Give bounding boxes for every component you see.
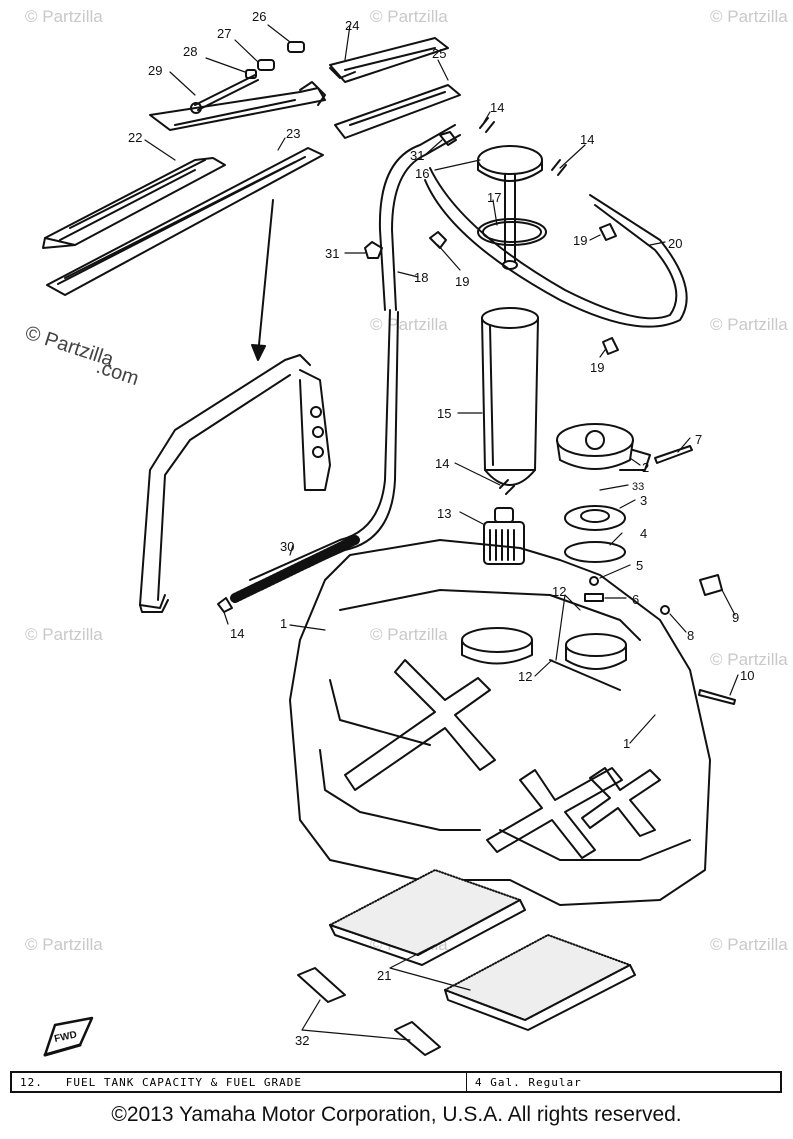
part-5: [589, 576, 599, 586]
sender-unit-16: [477, 145, 543, 270]
callout-14b: 14: [580, 132, 594, 147]
callout-3: 3: [640, 493, 647, 508]
callout-15: 15: [437, 406, 451, 421]
callout-1b: 1: [623, 736, 630, 751]
spec-value-cell: 4 Gal. Regular: [467, 1073, 780, 1091]
callout-19b: 19: [455, 274, 469, 289]
watermark: © Partzilla: [370, 315, 448, 334]
spec-label: FUEL TANK CAPACITY & FUEL GRADE: [65, 1075, 303, 1089]
watermark: © Partzilla: [25, 935, 103, 954]
callout-21: 21: [377, 968, 391, 983]
callout-5: 5: [636, 558, 643, 573]
watermark: © Partzilla: [370, 7, 448, 26]
callout-17: 17: [487, 190, 501, 205]
callout-12b: 12: [518, 669, 532, 684]
callout-24: 24: [345, 18, 359, 33]
callout-4: 4: [640, 526, 647, 541]
spec-value: 4 Gal. Regular: [475, 1075, 582, 1089]
nut-28: [245, 69, 257, 79]
callout-6: 6: [632, 592, 639, 607]
fuel-cap-2: [556, 423, 651, 471]
pad-21-right: [444, 934, 636, 1031]
callout-22: 22: [128, 130, 142, 145]
callout-29: 29: [148, 63, 162, 78]
spec-item-number: 12.: [20, 1075, 43, 1089]
callout-14d: 14: [230, 626, 244, 641]
fuel-tank-1: [289, 539, 711, 906]
callout-33: 33: [632, 481, 644, 493]
watermark: © Partzilla: [370, 625, 448, 644]
pointer-arrow: [251, 199, 274, 361]
fuel-hose-18: [249, 124, 461, 591]
callout-14c: 14: [435, 456, 449, 471]
callout-16: 16: [415, 166, 429, 181]
callout-7: 7: [695, 432, 702, 447]
cap-seal-4: [564, 541, 626, 563]
callout-31a: 31: [410, 148, 424, 163]
collar-26: [287, 41, 305, 53]
callout-14a: 14: [490, 100, 504, 115]
part-6: [584, 593, 604, 602]
callout-1a: 1: [280, 616, 287, 631]
tank-bracket: [139, 354, 331, 613]
watermark: © Partzilla: [25, 625, 103, 644]
callout-8: 8: [687, 628, 694, 643]
collar-27: [257, 59, 275, 71]
callout-numbers: 26 24 27 28 25 29 14 14 31 22 23 16 17 1…: [128, 9, 754, 1048]
watermark: © Partzilla: [25, 7, 103, 26]
spring-hose-30: [230, 535, 360, 603]
callout-10: 10: [740, 668, 754, 683]
part-8: [660, 605, 670, 615]
spec-label-cell: 12. FUEL TANK CAPACITY & FUEL GRADE: [12, 1073, 467, 1091]
callout-13: 13: [437, 506, 451, 521]
spec-gap: [43, 1076, 66, 1089]
pad-21-left: [329, 869, 526, 966]
callout-27: 27: [217, 26, 231, 41]
watermark: © Partzilla: [710, 315, 788, 334]
fwd-indicator: FWD: [43, 1016, 94, 1057]
callout-20: 20: [668, 236, 682, 251]
clamps: [217, 117, 619, 613]
callout-26: 26: [252, 9, 266, 24]
spec-table: 12. FUEL TANK CAPACITY & FUEL GRADE 4 Ga…: [10, 1071, 782, 1093]
strap-24: [329, 37, 449, 83]
watermark: © Partzilla: [710, 935, 788, 954]
callout-30: 30: [280, 539, 294, 554]
fwd-label: FWD: [53, 1029, 78, 1044]
watermark-brand: .com: [93, 356, 141, 390]
cap-gasket-3: [564, 505, 626, 531]
watermark: © Partzilla: [710, 7, 788, 26]
callout-19c: 19: [590, 360, 604, 375]
callout-32: 32: [295, 1033, 309, 1048]
pad-32-a: [297, 967, 346, 1003]
fuel-filter-13: [483, 507, 525, 565]
callout-25: 25: [432, 46, 446, 61]
watermark: © Partzilla: [710, 650, 788, 669]
copyright-notice: ©2013 Yamaha Motor Corporation, U.S.A. A…: [111, 1103, 682, 1126]
strap-buckle-top: [149, 81, 326, 131]
callout-18: 18: [414, 270, 428, 285]
watermarks: © Partzilla © Partzilla © Partzilla © Pa…: [22, 7, 788, 954]
part-9: [699, 574, 723, 596]
callout-12a: 12: [552, 584, 566, 599]
o-ring-17: [477, 218, 547, 246]
callout-19a: 19: [573, 233, 587, 248]
fuel-strainer-15: [481, 307, 539, 486]
strap-23: [46, 147, 324, 296]
strap-22: [42, 157, 226, 249]
pin-10: [698, 689, 736, 705]
vent-hose-20: [424, 167, 688, 328]
callout-9: 9: [732, 610, 739, 625]
pin-7: [654, 445, 693, 464]
callout-31b: 31: [325, 246, 339, 261]
leader-lines: [144, 24, 739, 1041]
pad-32-b: [394, 1021, 441, 1056]
strap-25: [334, 84, 461, 139]
callout-23: 23: [286, 126, 300, 141]
callout-2: 2: [642, 460, 649, 475]
callout-28: 28: [183, 44, 197, 59]
bolt-29: [190, 74, 259, 114]
